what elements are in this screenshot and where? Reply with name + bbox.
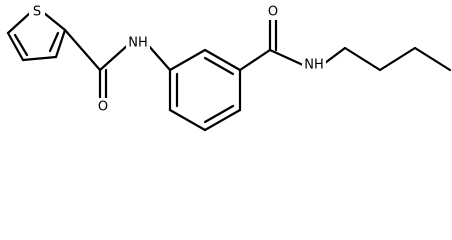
bond	[268, 48, 305, 67]
thiophene-ring	[6, 11, 67, 62]
bond	[378, 46, 417, 72]
bond	[168, 48, 207, 72]
butyl-chain	[323, 46, 452, 72]
right-amide-nh-label: NH	[304, 58, 324, 73]
bond	[6, 31, 25, 62]
bond	[98, 43, 130, 72]
bond	[48, 31, 60, 53]
left-carbonyl-oxygen-label: O	[98, 100, 108, 115]
bond	[203, 104, 235, 124]
atom-labels: S NH O O NH	[29, 3, 326, 115]
benzene-ring	[168, 48, 242, 132]
left-amide-group	[63, 28, 172, 102]
bond	[13, 33, 29, 57]
bond	[168, 108, 207, 132]
bond	[203, 56, 235, 76]
right-amide-group	[238, 18, 305, 72]
bond	[343, 46, 382, 72]
molecule-diagram: S NH O O NH	[6, 3, 452, 132]
bond	[54, 28, 67, 59]
bond	[21, 55, 58, 62]
bond	[413, 46, 452, 72]
sulfur-atom-label: S	[33, 5, 41, 20]
bond	[6, 11, 32, 35]
bond	[323, 46, 347, 65]
right-carbonyl-oxygen-label: O	[268, 5, 278, 20]
left-amide-nh-label: NH	[128, 36, 148, 51]
bond	[146, 43, 172, 72]
bond	[203, 48, 242, 72]
bond	[238, 48, 272, 72]
bond	[42, 11, 67, 32]
bond	[203, 108, 242, 132]
bond	[63, 28, 102, 72]
